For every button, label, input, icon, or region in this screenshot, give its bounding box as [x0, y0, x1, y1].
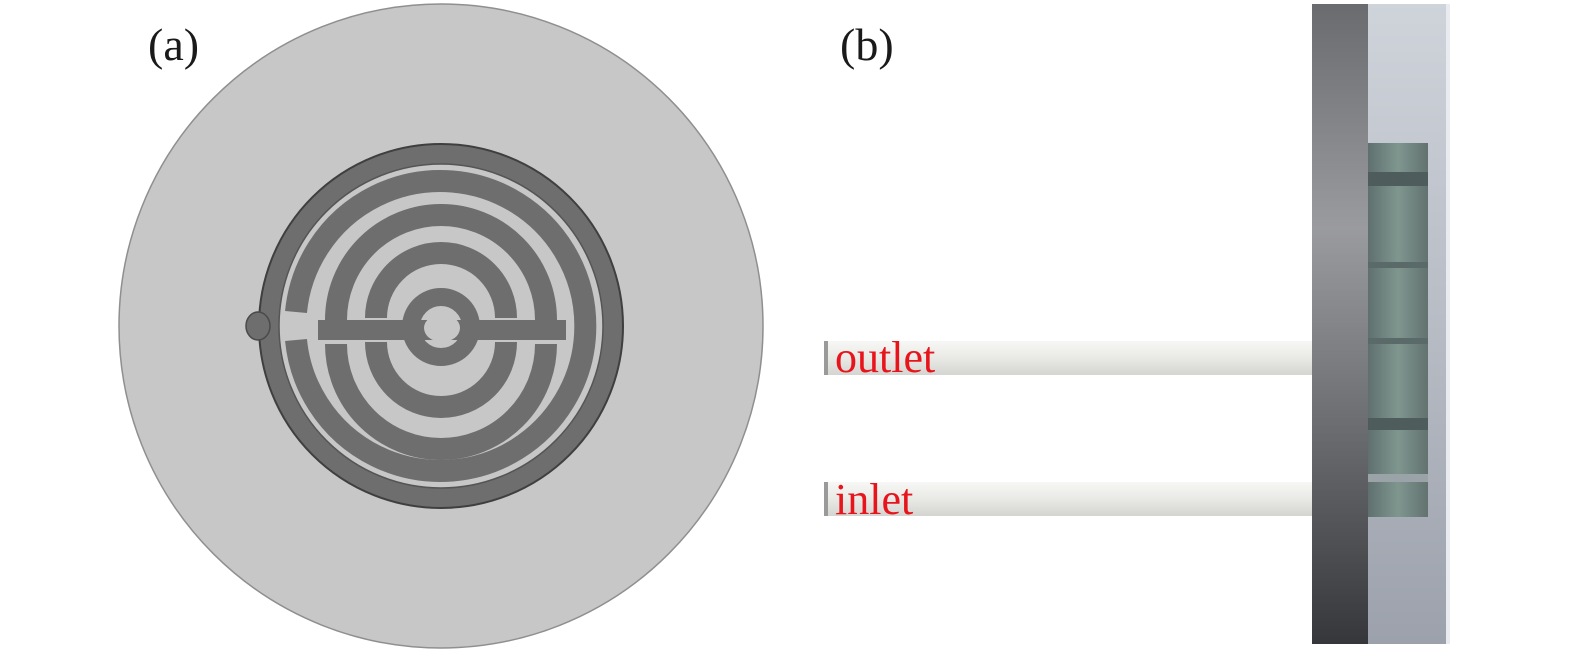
channel-ring-2 — [285, 170, 597, 482]
channel-ring-4-top — [365, 242, 517, 319]
chamber-band-2 — [1368, 262, 1428, 268]
channel-ring-3-bottom — [325, 343, 557, 460]
side-view — [824, 4, 1450, 644]
chamber-band-4 — [1368, 418, 1428, 430]
light-plate-edge — [1446, 4, 1450, 644]
spiral-disc — [118, 3, 764, 649]
inlet-pipe — [826, 482, 1312, 516]
chamber-band-5 — [1368, 474, 1428, 482]
channel-ring-3-top — [325, 204, 557, 321]
side-port — [245, 311, 271, 341]
chamber-band-1 — [1368, 172, 1428, 186]
inlet-label: inlet — [835, 475, 914, 524]
chamber-band-3 — [1368, 338, 1428, 344]
outlet-pipe — [826, 341, 1312, 375]
panel-label-b: (b) — [840, 19, 894, 70]
outlet-label: outlet — [835, 333, 936, 382]
inlet-pipe-cap — [824, 482, 828, 516]
flow-chamber — [1368, 143, 1428, 517]
channel-ring-4-bottom — [365, 341, 517, 418]
outlet-pipe-cap — [824, 341, 828, 375]
center-hole — [424, 314, 460, 342]
dark-plate — [1312, 4, 1368, 644]
outer-ring-inner-edge — [278, 163, 604, 489]
panel-label-a: (a) — [148, 19, 200, 70]
